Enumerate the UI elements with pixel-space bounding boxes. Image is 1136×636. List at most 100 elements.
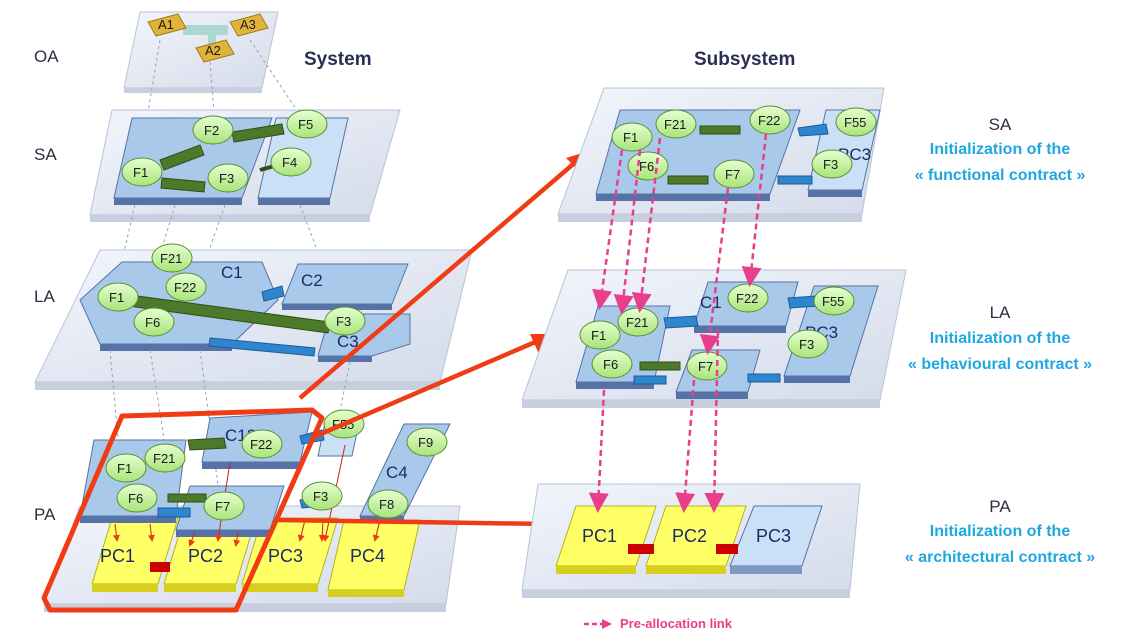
sys-pa-fn-f7: F7 bbox=[203, 491, 245, 521]
annotation-la: LA Initialization of the « behavioural c… bbox=[908, 303, 1092, 373]
sub-sa-fn-f3-label: F3 bbox=[823, 157, 838, 172]
sub-la-fn-f3-label: F3 bbox=[799, 337, 814, 352]
column-title-subsystem: Subsystem bbox=[694, 49, 795, 70]
sys-la-comp-c2: C2 bbox=[301, 271, 323, 290]
extraction-arrows bbox=[277, 158, 580, 527]
sys-la-fn-f22: F22 bbox=[165, 272, 207, 302]
sub-sa-fn-f21-label: F21 bbox=[664, 117, 686, 132]
sys-sa-fn-f1-label: F1 bbox=[133, 165, 148, 180]
sys-la-comp-c1: C1 bbox=[221, 263, 243, 282]
sub-sa-fn-f22-label: F22 bbox=[758, 113, 780, 128]
actor-a2-label: A2 bbox=[205, 43, 221, 58]
subsystem-highlight-outline bbox=[41, 407, 325, 613]
sys-pa-node-pc4-label: PC4 bbox=[350, 546, 385, 566]
actor-a3: A3 bbox=[229, 13, 269, 37]
sub-sa-fn-f3: F3 bbox=[811, 149, 853, 179]
layer-label-sa: SA bbox=[34, 145, 57, 164]
sub-la-fn-f21: F21 bbox=[617, 307, 659, 337]
sys-la-fn-f6: F6 bbox=[133, 307, 175, 337]
oa-layer: A1 A3 A2 bbox=[123, 11, 279, 93]
sub-la-fn-f7: F7 bbox=[686, 351, 728, 381]
sub-sa-fn-f1: F1 bbox=[611, 122, 653, 152]
sub-sa-fn-f21: F21 bbox=[655, 109, 697, 139]
sys-sa-fn-f3: F3 bbox=[207, 163, 249, 193]
sys-pa-comp-c4: C4 bbox=[386, 463, 408, 482]
sys-la-fn-f21: F21 bbox=[151, 243, 193, 273]
sys-pa-fn-f8: F8 bbox=[367, 489, 409, 519]
sub-sa-fn-f55-label: F55 bbox=[844, 115, 866, 130]
sys-la-fn-f6-label: F6 bbox=[145, 315, 160, 330]
sys-pa-fn-f9: F9 bbox=[406, 427, 448, 457]
sys-pa-node-pc2-label: PC2 bbox=[188, 546, 223, 566]
sub-pa-node-pc3: PC3 bbox=[729, 505, 823, 574]
subsystem-pa-layer: PC1 PC2 PC3 bbox=[521, 483, 861, 598]
trace-lines-oa-sa bbox=[139, 39, 301, 161]
annotation-pa-line1: Initialization of the bbox=[930, 523, 1071, 540]
sub-la-fn-f1: F1 bbox=[579, 320, 621, 350]
sub-sa-fn-f55: F55 bbox=[835, 107, 877, 137]
sub-la-fn-f6: F6 bbox=[591, 349, 633, 379]
annotation-la-name: LA bbox=[990, 303, 1011, 322]
sub-la-comp-c1: C1 bbox=[700, 293, 722, 312]
sys-sa-fn-f2-label: F2 bbox=[204, 123, 219, 138]
annotation-sa-name: SA bbox=[989, 115, 1012, 134]
sub-la-fn-f3: F3 bbox=[787, 329, 829, 359]
actor-a1-label: A1 bbox=[158, 17, 174, 32]
sys-pa-fn-f3: F3 bbox=[301, 481, 343, 511]
sys-pa-fn-f22-label: F22 bbox=[250, 437, 272, 452]
annotation-la-line1: Initialization of the bbox=[930, 330, 1071, 347]
layer-label-pa: PA bbox=[34, 505, 56, 524]
sys-la-fn-f3-label: F3 bbox=[336, 314, 351, 329]
sys-pa-fn-f3-label: F3 bbox=[313, 489, 328, 504]
sys-la-fn-f21-label: F21 bbox=[160, 251, 182, 266]
sys-pa-fn-f7-label: F7 bbox=[215, 499, 230, 514]
sys-pa-fn-f1: F1 bbox=[105, 453, 147, 483]
sys-pa-fn-f6: F6 bbox=[116, 483, 158, 513]
sub-la-fn-f55-label: F55 bbox=[822, 294, 844, 309]
annotation-sa: SA Initialization of the « functional co… bbox=[915, 115, 1086, 184]
sub-la-fn-f55: F55 bbox=[813, 286, 855, 316]
sub-la-fn-f22-label: F22 bbox=[736, 291, 758, 306]
sys-la-fn-f22-label: F22 bbox=[174, 280, 196, 295]
sub-la-fn-f21-label: F21 bbox=[626, 315, 648, 330]
sys-la-fn-f1: F1 bbox=[97, 282, 139, 312]
legend: Pre-allocation link bbox=[584, 616, 733, 631]
sys-pa-fn-f21: F21 bbox=[144, 443, 186, 473]
sys-sa-fn-f1: F1 bbox=[121, 157, 163, 187]
sub-la-fn-f6-label: F6 bbox=[603, 357, 618, 372]
sub-pa-node-pc2-label: PC2 bbox=[672, 526, 707, 546]
sub-la-fn-f22: F22 bbox=[727, 283, 769, 313]
annotation-pa: PA Initialization of the « architectural… bbox=[905, 497, 1095, 566]
sub-la-fn-f1-label: F1 bbox=[591, 328, 606, 343]
sys-pa-fn-f6-label: F6 bbox=[128, 491, 143, 506]
sys-sa-fn-f3-label: F3 bbox=[219, 171, 234, 186]
sys-sa-fn-f5: F5 bbox=[286, 109, 328, 139]
sys-pa-fn-f1-label: F1 bbox=[117, 461, 132, 476]
annotation-pa-name: PA bbox=[989, 497, 1011, 516]
column-title-system: System bbox=[304, 49, 372, 70]
system-la-layer: C1 C2 C3 bbox=[34, 249, 473, 390]
annotation-la-line2: « behavioural contract » bbox=[908, 356, 1092, 373]
layer-label-oa: OA bbox=[34, 47, 59, 66]
sub-sa-fn-f6: F6 bbox=[627, 151, 669, 181]
annotation-pa-line2: « architectural contract » bbox=[905, 549, 1095, 566]
sys-la-comp-c3: C3 bbox=[337, 332, 359, 351]
sys-pa-node-pc1-label: PC1 bbox=[100, 546, 135, 566]
sub-sa-fn-f22: F22 bbox=[749, 105, 791, 135]
sys-pa-node-pc4: PC4 bbox=[327, 519, 421, 597]
legend-label: Pre-allocation link bbox=[620, 616, 733, 631]
sys-pa-node-pc3-label: PC3 bbox=[268, 546, 303, 566]
sys-sa-fn-f2: F2 bbox=[192, 115, 234, 145]
annotation-sa-line2: « functional contract » bbox=[915, 167, 1086, 184]
sub-pa-node-pc3-label: PC3 bbox=[756, 526, 791, 546]
annotation-sa-line1: Initialization of the bbox=[930, 141, 1071, 158]
sub-sa-fn-f7-label: F7 bbox=[725, 167, 740, 182]
sys-sa-fn-f5-label: F5 bbox=[298, 117, 313, 132]
sub-sa-fn-f1-label: F1 bbox=[623, 130, 638, 145]
actor-a1: A1 bbox=[147, 13, 187, 37]
sys-sa-fn-f4: F4 bbox=[270, 147, 312, 177]
sub-la-fn-f7-label: F7 bbox=[698, 359, 713, 374]
sys-la-fn-f3: F3 bbox=[324, 306, 366, 336]
